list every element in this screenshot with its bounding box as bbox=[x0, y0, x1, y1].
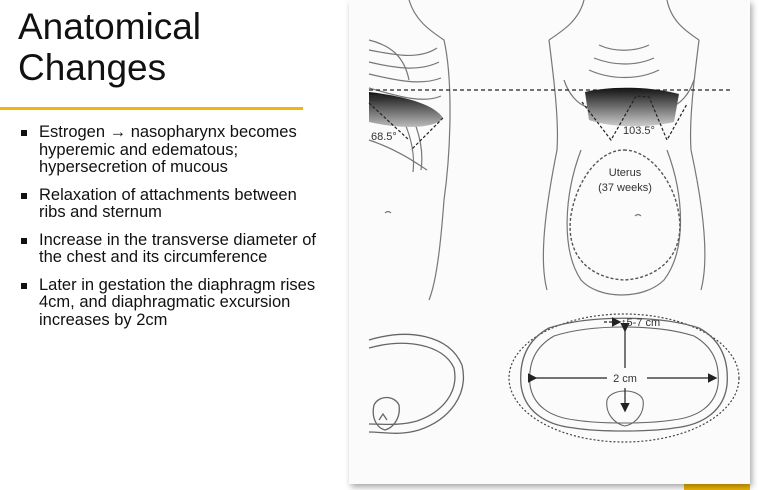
bullet-item: Estrogen → nasopharynx becomes hyperemic… bbox=[20, 123, 325, 177]
anatomy-illustration: cm 68.5° 103.5° Uterus (37 weeks) ↑5-7 c… bbox=[368, 0, 740, 443]
left-chest-cross-section bbox=[368, 333, 464, 434]
label-cm-left: cm bbox=[369, 92, 384, 104]
anatomy-figure: cm 68.5° 103.5° Uterus (37 weeks) ↑5-7 c… bbox=[349, 0, 750, 484]
slide-title: Anatomical Changes bbox=[18, 6, 308, 88]
bullet-square-icon bbox=[21, 282, 27, 289]
left-torso bbox=[368, 0, 451, 301]
right-torso bbox=[542, 0, 706, 296]
bullet-text: Relaxation of attachments between ribs a… bbox=[39, 185, 297, 221]
bullet-item: Later in gestation the diaphragm rises 4… bbox=[20, 275, 325, 330]
label-angle-right: 103.5° bbox=[623, 125, 655, 137]
bullet-text: Increase in the transverse diameter of t… bbox=[39, 230, 316, 266]
right-diaphragm bbox=[585, 87, 679, 127]
bullet-text: Estrogen → nasopharynx becomes hyperemic… bbox=[39, 123, 297, 176]
bullet-square-icon bbox=[21, 192, 27, 199]
title-underline bbox=[0, 107, 303, 110]
bullet-item: Relaxation of attachments between ribs a… bbox=[20, 185, 325, 222]
title-line-2: Changes bbox=[18, 47, 167, 88]
label-uterus: Uterus bbox=[609, 167, 642, 179]
left-diaphragm bbox=[369, 92, 443, 127]
bullet-list: Estrogen → nasopharynx becomes hyperemic… bbox=[20, 123, 325, 339]
title-line-1: Anatomical bbox=[18, 6, 202, 47]
label-circumference: ↑5-7 cm bbox=[621, 317, 660, 329]
label-uterus-weeks: (37 weeks) bbox=[598, 182, 652, 194]
right-chest-cross-section bbox=[508, 313, 740, 443]
bullet-item: Increase in the transverse diameter of t… bbox=[20, 230, 325, 267]
bullet-text: Later in gestation the diaphragm rises 4… bbox=[39, 275, 316, 329]
bullet-square-icon bbox=[21, 237, 27, 244]
bullet-square-icon bbox=[21, 130, 27, 136]
label-angle-left: 68.5° bbox=[371, 131, 397, 143]
label-diameter: 2 cm bbox=[613, 373, 637, 385]
